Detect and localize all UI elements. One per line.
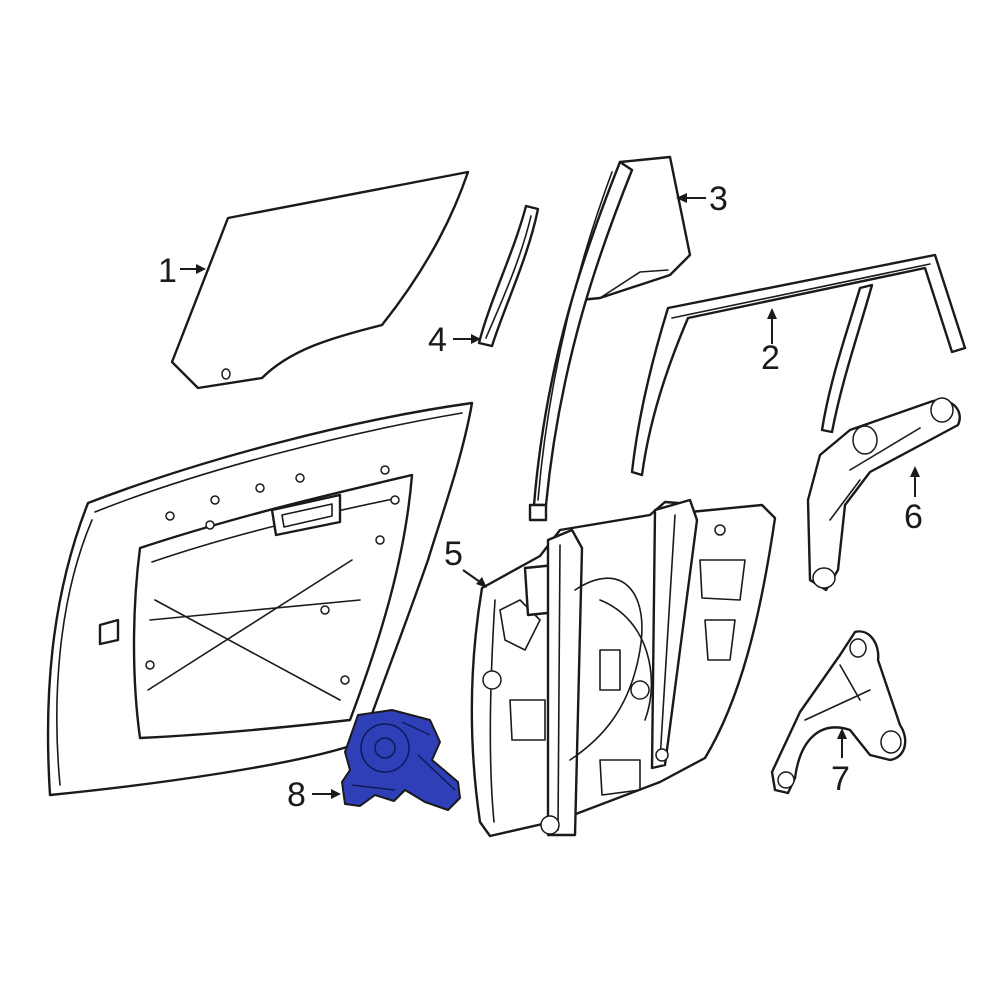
door-glass-part-1[interactable] [170,170,470,390]
callout-2: 2 [761,339,780,377]
quarter-glass-part-3[interactable] [528,155,692,522]
callout-labels: 1 2 3 4 5 6 7 8 [158,180,923,814]
callout-7: 7 [831,760,850,798]
callout-3: 3 [709,180,728,218]
channel-strip-part-4[interactable] [477,204,540,348]
callout-6: 6 [904,498,923,536]
window-frame-seal-part-2[interactable] [630,253,967,477]
callout-leaders [180,193,920,799]
door-shell[interactable] [46,401,474,797]
callout-1: 1 [158,252,177,290]
callout-4: 4 [428,321,447,359]
window-regulator-part-5[interactable] [470,498,777,838]
window-motor-part-8[interactable] [341,709,461,811]
lower-bracket-part-7[interactable] [770,630,907,795]
callout-5: 5 [444,535,463,573]
callout-8: 8 [287,776,306,814]
upper-bracket-part-6[interactable] [806,397,961,592]
